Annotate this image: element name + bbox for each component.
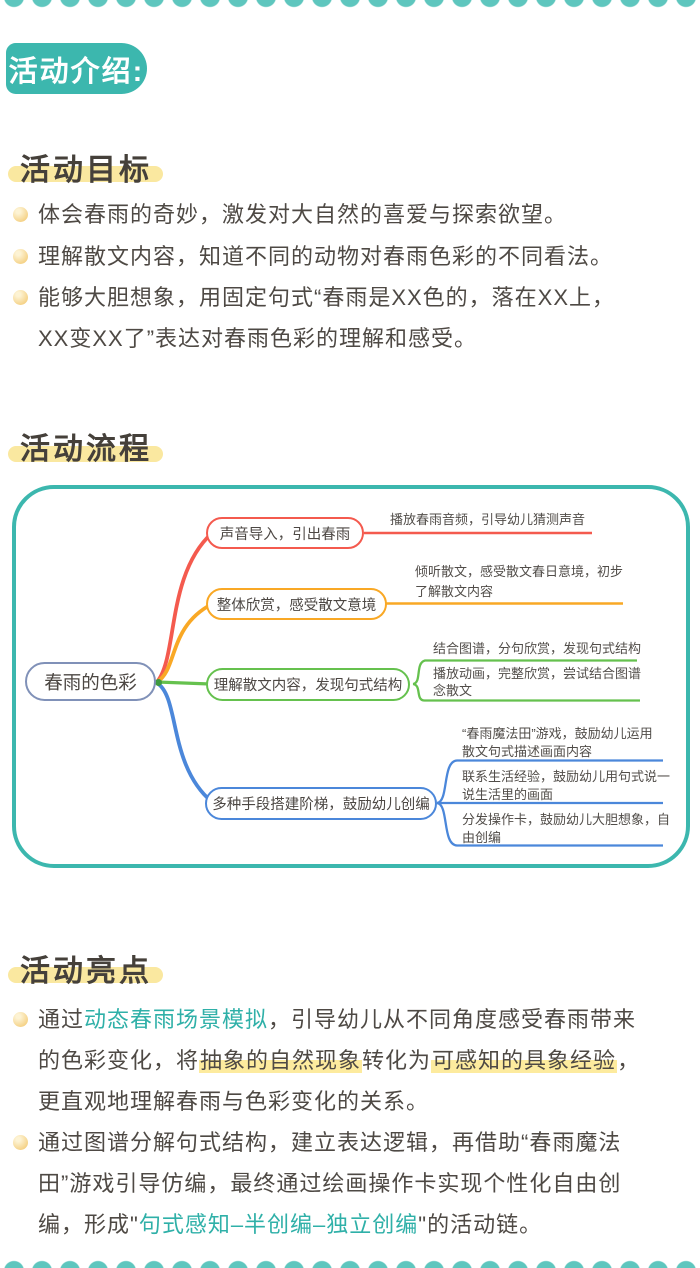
mindmap-node-4: 多种手段搭建阶梯，鼓励幼儿创编 [205, 787, 437, 820]
node-label: 声音导入，引出春雨 [219, 526, 351, 543]
emphasis-text: 动态春雨场景模拟 [84, 1007, 269, 1032]
node-label: 整体欣赏，感受散文意境 [216, 597, 377, 614]
connector-green [156, 680, 211, 686]
page-title: 活动介绍: [8, 55, 145, 88]
goals-heading-highlight [8, 166, 163, 182]
leaf-line: 播放春雨音频，引导幼儿猜测声音 [390, 512, 586, 527]
highlight-item: 通过动态春雨场景模拟，引导幼儿从不同角度感受春雨带来的色彩变化，将抽象的自然现象… [38, 999, 688, 1122]
goal-item: 体会春雨的奇妙，激发对大自然的喜爱与探索欲望。 [38, 194, 688, 235]
body-text: 转化为 [362, 1048, 432, 1073]
goals-heading: 活动目标 [20, 154, 152, 187]
process-heading: 活动流程 [20, 433, 152, 466]
connector-orange [155, 602, 213, 684]
leaf-text: 分发操作卡，鼓励幼儿大胆想象，自 由创编 [462, 811, 670, 847]
mindmap-connectors [155, 531, 663, 847]
leaf-underline-blue-3 [436, 801, 663, 847]
goal-text: 理解散文内容，知道不同的动物对春雨色彩的不同看法。 [38, 244, 614, 269]
body-text: 的色彩变化，将 [38, 1048, 200, 1073]
goal-item: 能够大胆想象，用固定句式“春雨是XX色的，落在XX上， XX变XX了”表达对春雨… [38, 277, 688, 359]
bullet-dot [13, 1012, 28, 1027]
connector-red [155, 531, 214, 684]
leaf-text: 播放春雨音频，引导幼儿猜测声音 [390, 511, 585, 529]
leaf-line: 结合图谱，分句欣赏，发现句式结构 [433, 641, 642, 656]
goal-text: 体会春雨的奇妙，激发对大自然的喜爱与探索欲望。 [38, 202, 568, 227]
leaf-line: 了解散文内容 [415, 584, 494, 599]
highlight-item: 通过图谱分解句式结构，建立表达逻辑，再借助“春雨魔法田”游戏引导仿编，最终通过绘… [38, 1122, 688, 1245]
mindmap-frame [12, 485, 690, 868]
node-label: 多种手段搭建阶梯，鼓励幼儿创编 [212, 797, 430, 813]
mindmap-root-node: 春雨的色彩 [25, 662, 156, 701]
leaf-line: 播放动画，完整欣赏，尝试结合图谱 [433, 666, 642, 681]
scallop-border-top [0, 0, 700, 12]
leaf-line: “春雨魔法田”游戏，鼓励幼儿运用 [462, 726, 653, 741]
body-text: ， [617, 1048, 641, 1073]
leaf-line: 念散文 [433, 682, 473, 698]
root-junction-dot [155, 679, 162, 686]
leaf-underline-blue-1 [436, 759, 663, 805]
body-text: 更直观地理解春雨与色彩变化的关系。 [38, 1089, 430, 1114]
emphasis-text: 句式感知–半创编–独立创编 [138, 1212, 419, 1237]
leaf-line: 散文句式描述画面内容 [462, 744, 593, 759]
bullet-dot [13, 290, 28, 305]
leaf-text: 结合图谱，分句欣赏，发现句式结构 [433, 640, 641, 658]
leaf-line: 由创编 [462, 830, 502, 845]
emphasis-text: 可感知的具象经验 [431, 1048, 618, 1073]
mindmap-node-3: 理解散文内容，发现句式结构 [206, 668, 410, 701]
leaf-underline-green-1 [412, 659, 637, 686]
highlights-heading-highlight [8, 967, 163, 983]
mindmap: 春雨的色彩 声音导入，引出春雨 整体欣赏，感受散文意境 理解散文内容，发现句式结… [12, 485, 690, 868]
leaf-line: 分发操作卡，鼓励幼儿大胆想象，自 [462, 812, 671, 827]
emphasis-text: 抽象的自然现象 [199, 1048, 363, 1073]
scallop-border-bottom [0, 1256, 700, 1268]
goal-text: 能够大胆想象，用固定句式“春雨是XX色的，落在XX上， [38, 285, 616, 310]
body-text: ，引导幼儿从不同角度感受春雨带来 [268, 1007, 637, 1032]
node-label: 理解散文内容，发现句式结构 [213, 678, 403, 694]
bullet-dot [13, 207, 28, 222]
connector-blue [155, 681, 214, 804]
mindmap-node-1: 声音导入，引出春雨 [206, 517, 364, 549]
mindmap-node-2: 整体欣赏，感受散文意境 [206, 588, 387, 620]
leaf-text: “春雨魔法田”游戏，鼓励幼儿运用 散文句式描述画面内容 [462, 725, 653, 761]
bullet-dot [13, 249, 28, 264]
leaf-line: 倾听散文，感受散文春日意境，初步 [415, 564, 624, 579]
body-text: 通过图谱分解句式结构，建立表达逻辑，再借助“春雨魔法 [38, 1130, 622, 1155]
bullet-dot [13, 1135, 28, 1150]
leaf-line: 联系生活经验，鼓励幼儿用句式说一 [462, 769, 671, 784]
goal-item: 理解散文内容，知道不同的动物对春雨色彩的不同看法。 [38, 236, 688, 277]
body-text: "的活动链。 [418, 1212, 543, 1237]
page-title-badge: 活动介绍: [6, 43, 147, 94]
root-label: 春雨的色彩 [44, 671, 137, 693]
leaf-text: 联系生活经验，鼓励幼儿用句式说一 说生活里的画面 [462, 768, 670, 804]
leaf-text: 倾听散文，感受散文春日意境，初步 了解散文内容 [415, 562, 623, 602]
goal-text: XX变XX了”表达对春雨色彩的理解和感受。 [38, 326, 478, 351]
body-text: 编，形成" [38, 1212, 139, 1237]
leaf-line: 说生活里的画面 [462, 787, 554, 802]
body-text: 田”游戏引导仿编，最终通过绘画操作卡实现个性化自由创 [38, 1171, 622, 1196]
process-heading-highlight [8, 446, 163, 462]
leaf-text: 播放动画，完整欣赏，尝试结合图谱 念散文 [433, 666, 641, 699]
leaf-underline-green-2 [412, 682, 640, 702]
body-text: 通过 [38, 1007, 85, 1032]
highlights-heading: 活动亮点 [20, 955, 152, 988]
